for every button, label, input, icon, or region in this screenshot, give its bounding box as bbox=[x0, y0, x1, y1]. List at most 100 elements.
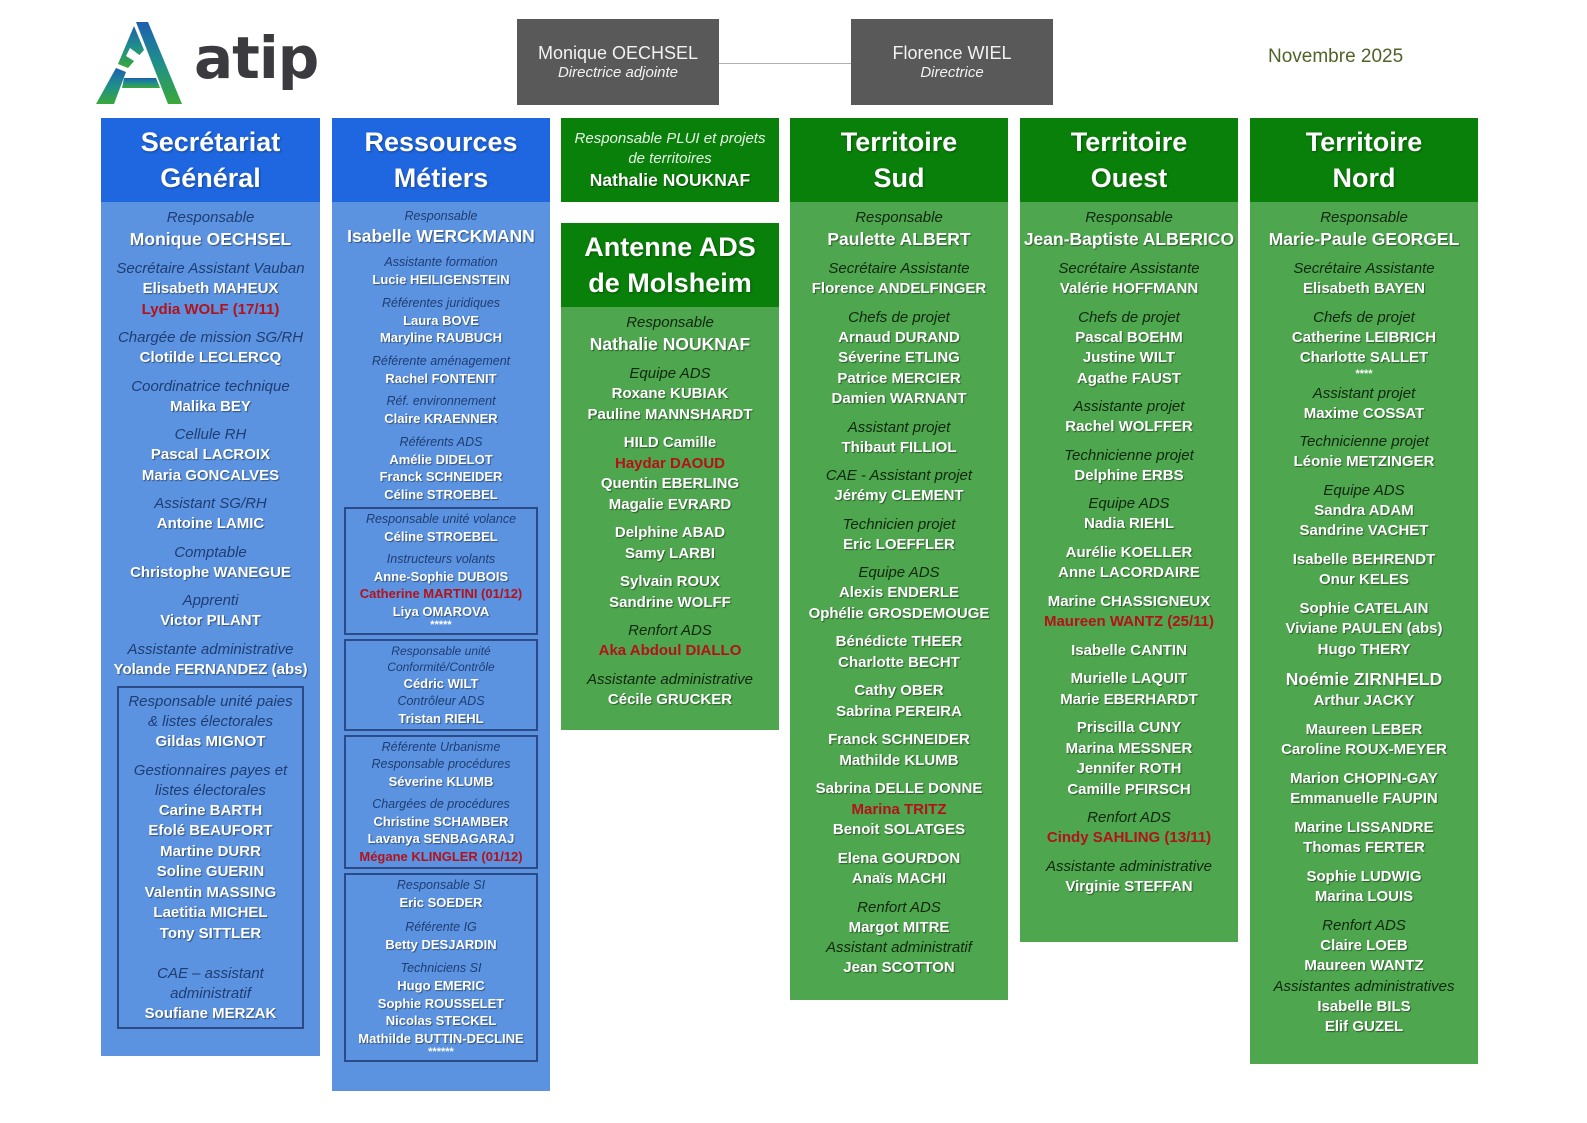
person-name: HILD Camille bbox=[623, 434, 717, 451]
person-name: Léonie METZINGER bbox=[1293, 453, 1435, 470]
role-group: Sophie LUDWIG Marina LOUIS bbox=[1250, 867, 1478, 908]
unit-paies-box: Responsable unité paies & listes élector… bbox=[117, 686, 304, 1029]
role-label: Secrétaire Assistante bbox=[1293, 260, 1435, 277]
person-name: Franck SCHNEIDER bbox=[379, 469, 503, 484]
person-name: Marine CHASSIGNEUX bbox=[1047, 592, 1211, 610]
person-name: Nathalie NOUKNAF bbox=[589, 169, 751, 190]
role-group: Chefs de projet Pascal BOEHM Justine WIL… bbox=[1020, 308, 1238, 390]
person-name-highlighted: Mégane KLINGLER (01/12) bbox=[359, 848, 523, 864]
role-group: Marion CHOPIN-GAY Emmanuelle FAUPIN bbox=[1250, 769, 1478, 810]
column-header: Antenne ADS de Molsheim bbox=[561, 223, 779, 307]
column-ressources-metiers: Ressources Métiers Responsable Isabelle … bbox=[332, 118, 550, 1091]
role-group: Isabelle CANTIN bbox=[1020, 641, 1238, 662]
role-label: Chefs de projet bbox=[848, 308, 950, 326]
column-territoire-nord: Territoire Nord Responsable Marie-Paule … bbox=[1250, 118, 1478, 1064]
person-name: Jean-Baptiste ALBERICO bbox=[1023, 229, 1235, 249]
role-group: Priscilla CUNY Marina MESSNER Jennifer R… bbox=[1020, 718, 1238, 800]
person-name: Camille PFIRSCH bbox=[1067, 780, 1191, 798]
person-name: Christophe WANEGUE bbox=[130, 563, 291, 581]
person-name: Maxime COSSAT bbox=[1303, 404, 1425, 422]
person-name: Lavanya SENBAGARAJ bbox=[367, 831, 515, 846]
role-label: Secrétaire Assistant Vauban bbox=[116, 260, 305, 277]
role-group: Equipe ADS Sandra ADAM Sandrine VACHET bbox=[1250, 481, 1478, 542]
person-name: Sylvain ROUX bbox=[619, 573, 721, 590]
role-label: Responsable bbox=[626, 314, 714, 331]
person-name: Nicolas STECKEL bbox=[385, 1013, 497, 1028]
column-body: Responsable Paulette ALBERT Secrétaire A… bbox=[790, 202, 1008, 1000]
role-label: Référente aménagement bbox=[371, 353, 511, 368]
column-secretariat-general: Secrétariat Général Responsable Monique … bbox=[101, 118, 320, 1056]
role-group: Assistante administrative Cécile GRUCKER bbox=[561, 670, 779, 711]
person-name: Isabelle WERCKMANN bbox=[347, 226, 535, 246]
role-label: Assistante administrative bbox=[1046, 857, 1212, 875]
person-name: Onur KELES bbox=[1318, 571, 1409, 588]
person-name: Thomas FERTER bbox=[1303, 839, 1425, 856]
person-name: Marina MESSNER bbox=[1065, 739, 1193, 757]
person-name: Quentin EBERLING bbox=[600, 475, 740, 492]
person-name: Eric LOEFFLER bbox=[843, 535, 955, 553]
person-name: Rachel WOLFFER bbox=[1065, 418, 1193, 435]
header-line: Métiers bbox=[393, 163, 489, 193]
person-name: Sophie CATELAIN bbox=[1299, 599, 1429, 617]
role-label: Assistantes administratives bbox=[1273, 977, 1455, 995]
person-name: Jérémy CLEMENT bbox=[834, 487, 964, 504]
person-name: Pascal LACROIX bbox=[150, 446, 271, 463]
person-name: Viviane PAULEN (abs) bbox=[1285, 620, 1443, 637]
role-label: Responsable bbox=[855, 209, 943, 226]
role-group: Delphine ABAD Samy LARBI bbox=[561, 523, 779, 564]
person-name: Yolande FERNANDEZ (abs) bbox=[113, 660, 308, 678]
person-name: Maureen LEBER bbox=[1305, 720, 1423, 738]
person-name: Margot MITRE bbox=[848, 918, 950, 936]
header-line: Ouest bbox=[1090, 163, 1168, 193]
role-label: Equipe ADS bbox=[858, 564, 940, 581]
role-group: Coordinatrice technique Malika BEY bbox=[101, 377, 320, 418]
unit-si-box: Responsable SI Eric SOEDER Référente IG … bbox=[344, 873, 538, 1062]
person-name: Thibaut FILLIOL bbox=[841, 438, 957, 456]
role-label: Techniciens SI bbox=[400, 961, 482, 975]
person-name: Nadia RIEHL bbox=[1083, 515, 1174, 532]
header-line: de Molsheim bbox=[588, 268, 752, 298]
person-name: Aurélie KOELLER bbox=[1065, 543, 1193, 561]
role-label: Chargées de procédures bbox=[372, 796, 510, 811]
person-name: Hugo THERY bbox=[1317, 640, 1411, 658]
person-name: Victor PILANT bbox=[160, 612, 261, 629]
person-name: Cécile GRUCKER bbox=[607, 690, 733, 708]
role-group: Sylvain ROUX Sandrine WOLFF bbox=[561, 572, 779, 613]
person-name: Charlotte BECHT bbox=[838, 653, 960, 671]
role-label: Secrétaire Assistante bbox=[828, 260, 970, 277]
person-name: Sabrina PEREIRA bbox=[836, 702, 962, 720]
role-label: Assistant administratif bbox=[826, 939, 972, 956]
role-label: Renfort ADS bbox=[1087, 809, 1171, 826]
role-label: Equipe ADS bbox=[629, 365, 711, 382]
role-group: Technicien projet Eric LOEFFLER bbox=[790, 515, 1008, 556]
role-label: Technicienne projet bbox=[1064, 446, 1194, 464]
role-label: Renfort ADS bbox=[628, 622, 712, 639]
column-header: Territoire Nord bbox=[1250, 118, 1478, 202]
director-name: Monique OECHSEL bbox=[537, 43, 699, 64]
person-name-highlighted: Cindy SAHLING (13/11) bbox=[1046, 829, 1212, 846]
header-line: Sud bbox=[873, 163, 925, 193]
role-group: Renfort ADS Cindy SAHLING (13/11) bbox=[1020, 808, 1238, 849]
person-name: Claire LOEB bbox=[1320, 936, 1408, 954]
column-body: Responsable Isabelle WERCKMANN Assistant… bbox=[332, 202, 550, 1091]
person-name: Antoine LAMIC bbox=[156, 515, 265, 532]
person-name: Maryline RAUBUCH bbox=[379, 330, 503, 345]
role-group: Equipe ADS Alexis ENDERLE Ophélie GROSDE… bbox=[790, 563, 1008, 624]
logo-text: atip bbox=[194, 24, 319, 92]
person-name-highlighted: Maureen WANTZ (25/11) bbox=[1043, 613, 1215, 630]
header-line: Nord bbox=[1332, 163, 1396, 193]
role-group: Technicienne projet Léonie METZINGER bbox=[1250, 432, 1478, 473]
person-name: Malika BEY bbox=[170, 397, 251, 415]
person-name: Sandrine WOLFF bbox=[609, 593, 731, 611]
role-label: Renfort ADS bbox=[857, 898, 941, 916]
person-name: Jennifer ROTH bbox=[1076, 760, 1182, 777]
role-group: Equipe ADS Roxane KUBIAK Pauline MANNSHA… bbox=[561, 364, 779, 425]
person-name: Paulette ALBERT bbox=[827, 229, 971, 249]
column-header: Territoire Ouest bbox=[1020, 118, 1238, 202]
role-group: Assistante formation Lucie HEILIGENSTEIN bbox=[332, 254, 550, 289]
column-header: Territoire Sud bbox=[790, 118, 1008, 202]
header-line: Secrétariat bbox=[140, 127, 281, 157]
person-name: Céline STROEBEL bbox=[384, 486, 498, 502]
role-group: Référentes juridiques Laura BOVE Marylin… bbox=[332, 295, 550, 347]
role-group: Secrétaire Assistante Florence ANDELFING… bbox=[790, 259, 1008, 300]
